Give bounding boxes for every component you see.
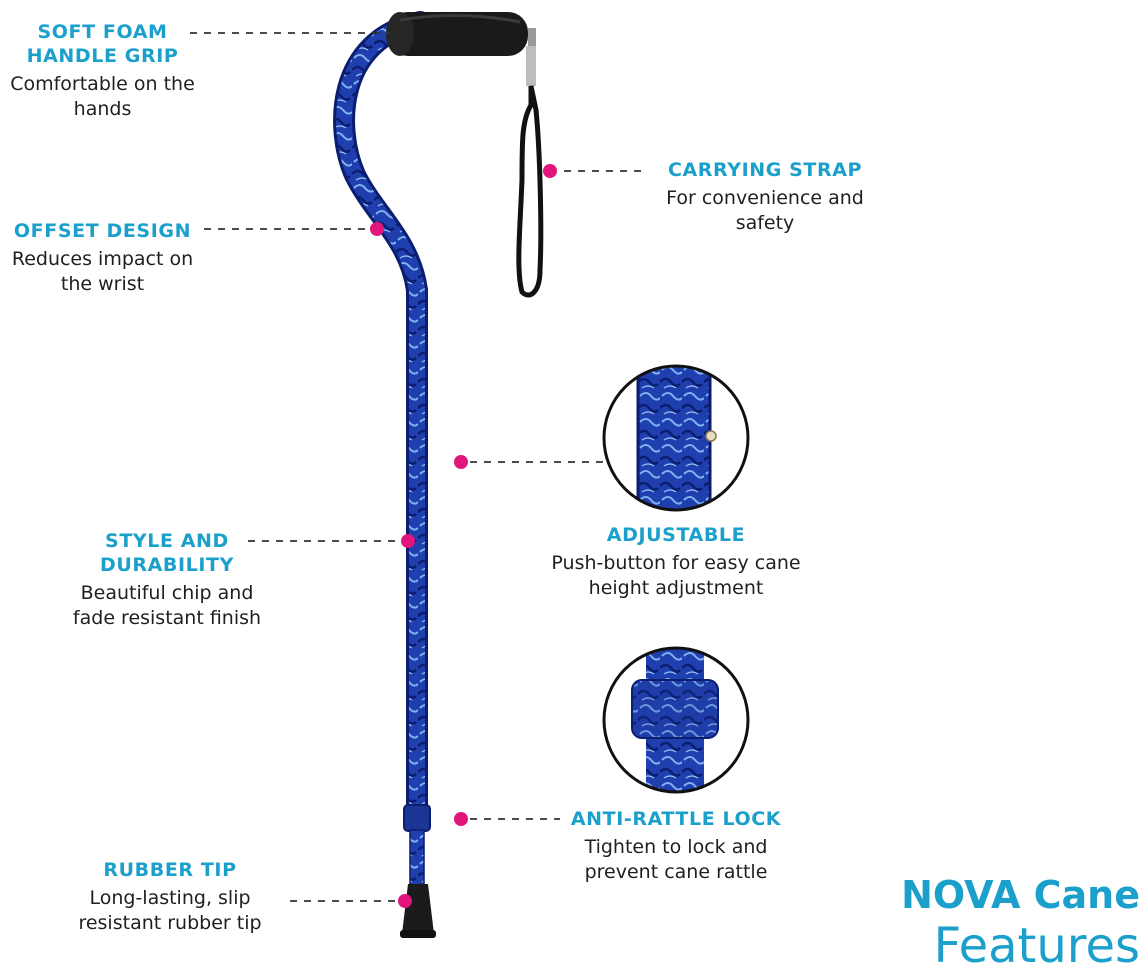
feature-adjustable: ADJUSTABLE Push-button for easy cane hei… bbox=[545, 523, 807, 601]
feature-description: For convenience and safety bbox=[666, 187, 864, 234]
brand-name: NOVA Cane bbox=[901, 873, 1140, 917]
feature-title: ANTI-RATTLE LOCK bbox=[570, 808, 782, 830]
feature-title: OFFSET DESIGN bbox=[13, 220, 192, 242]
brand-title: NOVA Cane Features bbox=[901, 872, 1140, 974]
feature-handle-grip: SOFT FOAM HANDLE GRIP Comfortable on the… bbox=[0, 20, 205, 122]
foam-handle-icon bbox=[386, 12, 528, 56]
feature-anti-rattle-lock: ANTI-RATTLE LOCK Tighten to lock and pre… bbox=[560, 807, 792, 885]
feature-title: RUBBER TIP bbox=[103, 859, 237, 881]
carrying-strap-icon bbox=[516, 28, 544, 298]
feature-description: Long-lasting, slip resistant rubber tip bbox=[78, 887, 262, 934]
feature-carrying-strap: CARRYING STRAP For convenience and safet… bbox=[650, 158, 880, 236]
rubber-tip-icon bbox=[400, 884, 436, 938]
feature-description: Push-button for easy cane height adjustm… bbox=[551, 552, 801, 599]
brand-subtitle: Features bbox=[933, 918, 1140, 974]
feature-style-durability: STYLE AND DURABILITY Beautiful chip and … bbox=[62, 529, 272, 631]
feature-title: CARRYING STRAP bbox=[667, 159, 863, 181]
feature-description: Tighten to lock and prevent cane rattle bbox=[584, 836, 768, 883]
feature-title: ADJUSTABLE bbox=[606, 524, 746, 546]
callout-markers bbox=[370, 164, 557, 908]
leader-lines bbox=[190, 32, 644, 902]
adjustable-closeup-icon bbox=[602, 364, 750, 512]
cane-shaft bbox=[333, 11, 431, 887]
lock-closeup-icon bbox=[602, 646, 750, 794]
feature-rubber-tip: RUBBER TIP Long-lasting, slip resistant … bbox=[60, 858, 280, 936]
feature-description: Comfortable on the hands bbox=[10, 73, 195, 120]
feature-description: Beautiful chip and fade resistant finish bbox=[72, 582, 262, 629]
feature-title: STYLE AND DURABILITY bbox=[100, 530, 234, 576]
feature-title: SOFT FOAM HANDLE GRIP bbox=[26, 21, 179, 67]
feature-offset-design: OFFSET DESIGN Reduces impact on the wris… bbox=[0, 219, 205, 297]
feature-description: Reduces impact on the wrist bbox=[11, 248, 194, 295]
